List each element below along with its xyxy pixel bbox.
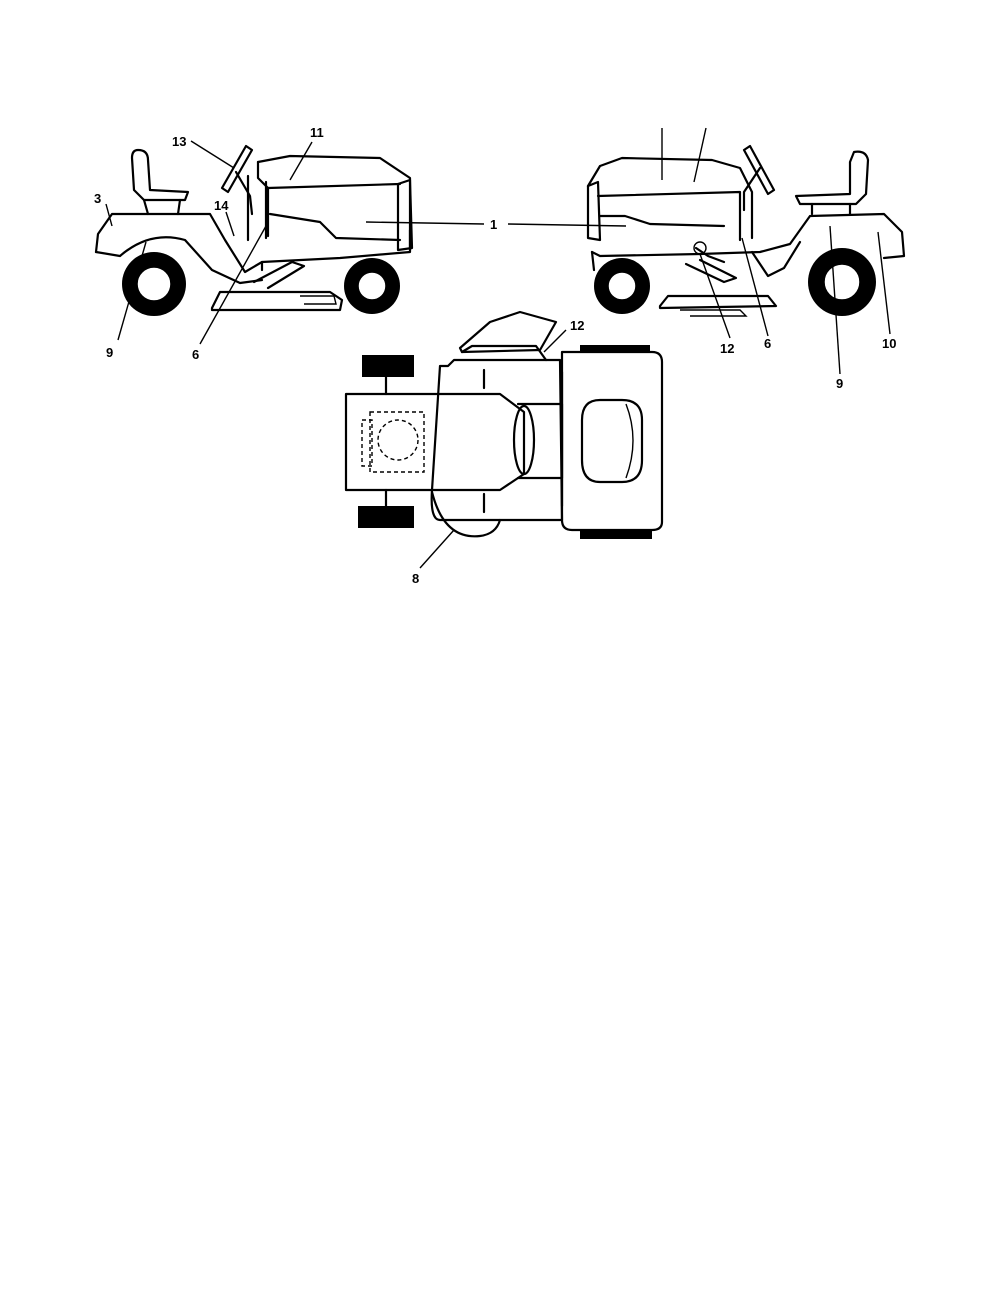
leader-14: [225, 211, 235, 237]
leader-8: [419, 529, 455, 569]
callout-6-left: 6: [192, 347, 199, 362]
leader-1b: [507, 223, 627, 227]
leader-3: [105, 203, 113, 227]
leader-top-b: [693, 127, 707, 183]
leader-9-left: [117, 241, 147, 341]
leader-6-left: [199, 225, 267, 345]
tractor-top-view: [344, 310, 664, 539]
leader-13: [190, 140, 235, 169]
callout-labels: 3 13 11 14 1 9 6 12 12 6 9 10 8: [94, 125, 896, 586]
callout-13: 13: [172, 134, 186, 149]
callout-12-right: 12: [720, 341, 734, 356]
callout-9-left: 9: [106, 345, 113, 360]
callout-10: 10: [882, 336, 896, 351]
leader-12-top: [543, 329, 567, 353]
leader-1a: [365, 221, 485, 225]
callout-6-right: 6: [764, 336, 771, 351]
callout-3: 3: [94, 191, 101, 206]
leader-11: [289, 141, 313, 181]
callout-8: 8: [412, 571, 419, 586]
tractor-right-side-view: [586, 144, 906, 317]
tractor-left-side-view: [94, 144, 414, 316]
leader-10: [877, 231, 891, 335]
callout-9-right: 9: [836, 376, 843, 391]
callout-14: 14: [214, 198, 229, 213]
leader-12-right: [699, 253, 731, 339]
leader-6-right: [741, 237, 769, 337]
callout-1: 1: [490, 217, 497, 232]
leader-lines: [105, 127, 891, 569]
leader-9-right: [829, 225, 841, 375]
callout-11: 11: [310, 125, 324, 140]
callout-12-top: 12: [570, 318, 584, 333]
